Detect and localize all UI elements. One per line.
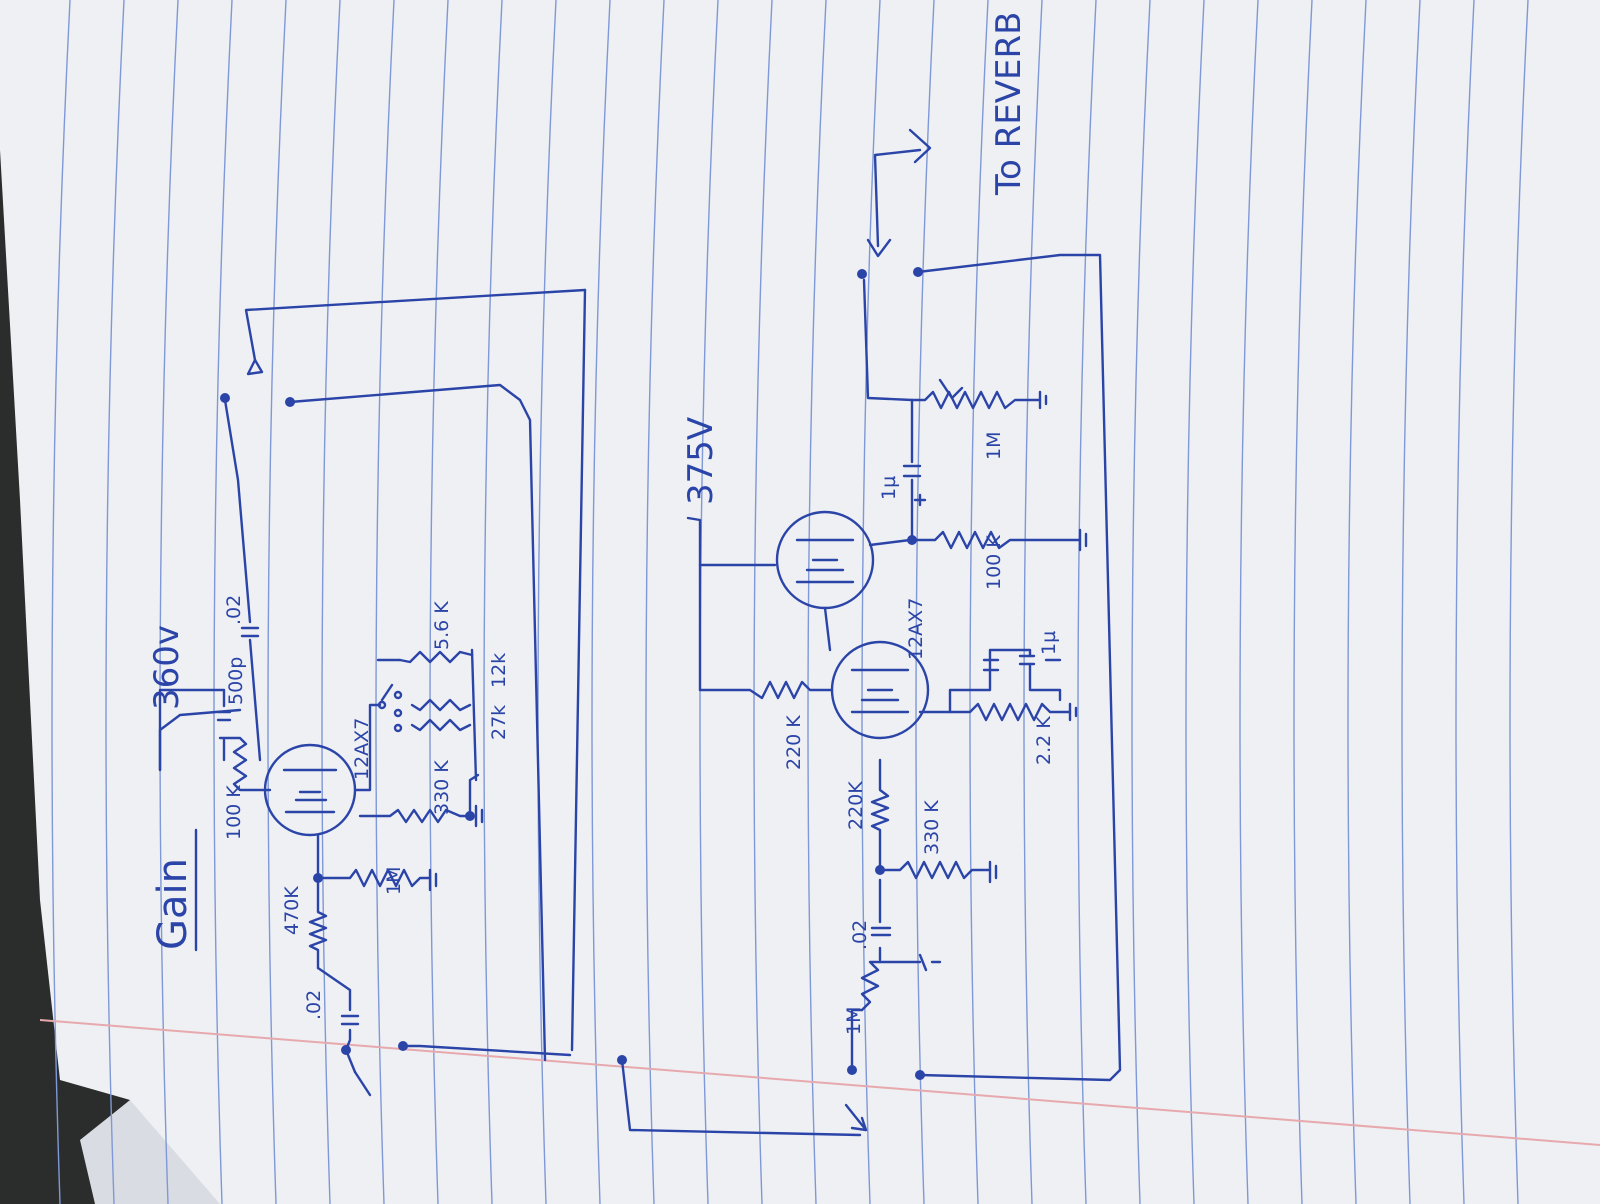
stage1-switch-resistor-5k6: 5.6 K [431, 601, 453, 650]
ruled-line [969, 0, 989, 1204]
stage1-grid-resistor-label: 470K [281, 886, 303, 935]
stage2-output-cap-label: 1µ [878, 476, 900, 500]
stage2-cathode-cap-label: 1µ [1038, 631, 1060, 655]
ruled-line [1131, 0, 1151, 1204]
stage-2-circuit [617, 128, 1122, 1137]
ruled-line [1401, 0, 1421, 1204]
stage-1-circuit [158, 288, 587, 1097]
stage1-input-cap-label: .02 [303, 990, 325, 1020]
ruled-line [915, 0, 935, 1204]
stage2-tube-label: 12AX7 [905, 598, 927, 660]
stage2-cathode-resistor-label: 2.2 K [1033, 716, 1055, 765]
stage1-switch-resistor-12k: 12k [488, 653, 510, 688]
stage2-grid-leak-label: 330 K [921, 800, 943, 855]
ruled-line [1293, 0, 1313, 1204]
ruled-line [429, 0, 449, 1204]
stage1-supply-label: 360v [147, 625, 187, 710]
stage1-plate-resistor-label: 100 K [223, 785, 245, 840]
stage1-bright-cap-label: 500p [225, 657, 247, 705]
ruled-line [1023, 0, 1043, 1204]
ruled-line [1347, 0, 1367, 1204]
ruled-line [483, 0, 503, 1204]
ruled-line [267, 0, 287, 1204]
stage2-output-pot-label: 1M [983, 432, 1005, 460]
ruled-line [1185, 0, 1205, 1204]
stage2-grid-resistor-label: 220K [845, 781, 867, 830]
ruled-line [861, 0, 881, 1204]
ruled-line [753, 0, 773, 1204]
stage2-volume-pot-label: 1M [843, 1007, 865, 1035]
ruled-line [1509, 0, 1529, 1204]
stage1-grid-leak-label: 1M [383, 867, 405, 895]
stage1-cathode-resistor-label: 330 K [431, 760, 453, 815]
title-label: Gain [150, 858, 196, 950]
ruled-line [1077, 0, 1097, 1204]
stage2-plate-resistor-label: 220 K [783, 715, 805, 770]
ruled-lines [51, 0, 1529, 1204]
ruled-line [213, 0, 233, 1204]
stage1-tube-label: 12AX7 [351, 718, 373, 780]
margin-line [39, 1019, 1600, 1146]
stage2-follower-resistor-label: 100 K [983, 535, 1005, 590]
stage2-supply-label: 375V [681, 417, 721, 505]
ruled-line [321, 0, 341, 1204]
lower-page-edge [80, 1100, 220, 1204]
ruled-line [159, 0, 179, 1204]
stage1-switch-resistor-27k: 27k [488, 705, 510, 740]
stage1-coupling-cap-label: .02 [223, 595, 245, 625]
ruled-line [537, 0, 557, 1204]
ruled-line [375, 0, 395, 1204]
ruled-line [1239, 0, 1259, 1204]
ruled-line [51, 0, 71, 1204]
reverb-label: To REVERB [989, 12, 1029, 196]
ruled-line [645, 0, 665, 1204]
stage2-input-cap-label: .02 [849, 920, 871, 950]
ruled-line [591, 0, 611, 1204]
ruled-line [1455, 0, 1475, 1204]
ruled-line [807, 0, 827, 1204]
